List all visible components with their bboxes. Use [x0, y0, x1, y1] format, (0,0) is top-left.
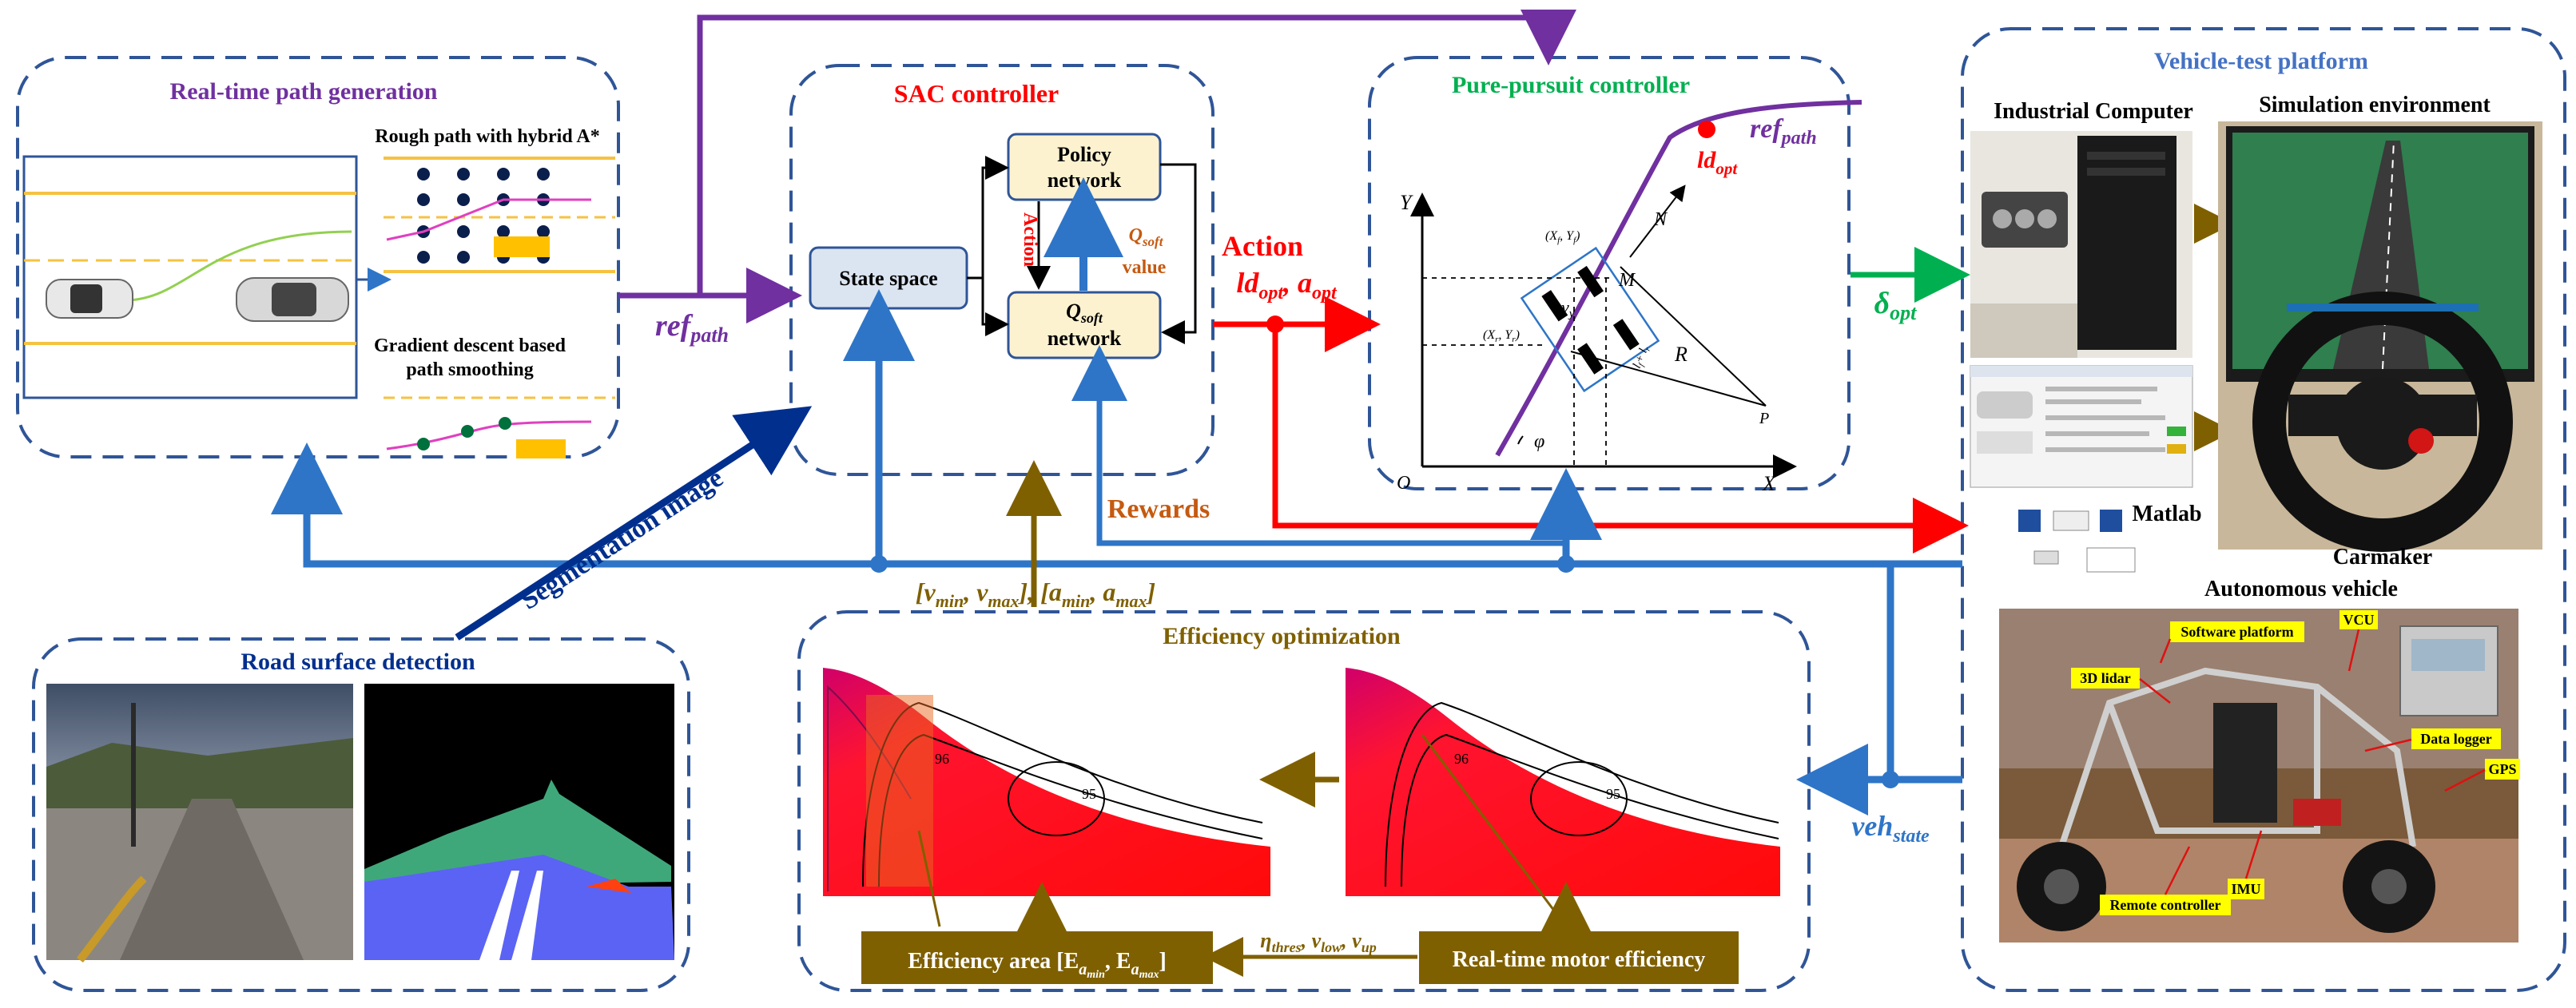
sac-title: SAC controller — [894, 79, 1059, 108]
matlab-label: Matlab — [2132, 502, 2201, 526]
vehicle-panel: Vehicle-test platform Industrial Compute… — [1970, 48, 2542, 943]
svg-text:96: 96 — [1454, 751, 1469, 767]
svg-text:Remote controller: Remote controller — [2109, 897, 2220, 913]
pp-label-rear: (Xr, Yr) — [1483, 328, 1520, 344]
svg-text:Data logger: Data logger — [2420, 731, 2491, 747]
autonomous-label: Autonomous vehicle — [2204, 577, 2398, 601]
pure-pursuit-panel: Pure-pursuit controller Y X O refpath ld… — [1397, 72, 1862, 495]
svg-text:GPS: GPS — [2488, 761, 2516, 777]
camera-photo — [46, 684, 353, 963]
matlab-icons — [2018, 510, 2136, 573]
pp-origin: O — [1397, 473, 1410, 494]
segmentation-mask — [364, 684, 674, 960]
pp-label-phi: φ — [1534, 431, 1544, 452]
pp-label-M: M — [1618, 270, 1636, 291]
ref-path-label: refpath — [655, 309, 729, 347]
svg-text:95: 95 — [1082, 786, 1096, 802]
qsoft-value-label-2: value — [1123, 257, 1167, 278]
efficiency-area-highlight — [866, 695, 933, 887]
pp-label-front: (Xf, Yf) — [1545, 229, 1580, 245]
svg-text:Software platform: Software platform — [2180, 624, 2293, 640]
action-label: Action — [1222, 230, 1303, 262]
pp-label-wheelbase: lf+ lr — [1631, 344, 1653, 371]
pp-axis-x: X — [1762, 472, 1776, 495]
eta-label: ηthres, vlow, vup — [1260, 929, 1376, 955]
carmaker-label: Carmaker — [2333, 545, 2432, 569]
path-gen-panel: Real-time path generation Rough path wit… — [22, 78, 615, 458]
rewards-arrow — [1071, 345, 1569, 564]
industrial-computer-photo — [1970, 131, 2192, 358]
qsoft-value-label: Qsoft — [1129, 225, 1164, 249]
svg-text:IMU: IMU — [2232, 881, 2261, 897]
delta-label: δopt — [1874, 287, 1917, 324]
pp-ref-path — [1495, 100, 1862, 457]
policy-label-1: Policy — [1057, 143, 1111, 166]
efficiency-map-right: 96 95 — [1346, 660, 1780, 896]
road-panel: Road surface detection — [46, 649, 674, 963]
pp-ld-label: ldopt — [1697, 147, 1738, 178]
obstacle-block — [494, 236, 550, 257]
svg-text:95: 95 — [1606, 786, 1620, 802]
svg-text:VCU: VCU — [2343, 612, 2375, 628]
efficiency-map-left: 96 95 — [823, 660, 1270, 896]
action-vertical: Action — [1020, 212, 1040, 267]
pp-label-N: N — [1653, 209, 1668, 230]
veh-state-label: vehstate — [1851, 810, 1930, 847]
industrial-label: Industrial Computer — [1994, 99, 2193, 124]
smooth-label-2: path smoothing — [406, 359, 533, 380]
efficiency-area-box — [861, 931, 1213, 984]
ref-path-top-arrow — [697, 10, 1576, 296]
state-feedback-arrow — [271, 442, 1962, 568]
pp-label-P: P — [1759, 410, 1769, 427]
constraint-label: [vmin, vmax], [amin, amax] — [916, 577, 1155, 611]
motor-efficiency-box — [1419, 931, 1739, 984]
rough-path-label: Rough path with hybrid A* — [375, 126, 599, 147]
vehicle-title: Vehicle-test platform — [2154, 48, 2368, 74]
svg-text:96: 96 — [935, 751, 949, 767]
vehicle-callouts: Software platform VCU 3D lidar Data logg… — [2071, 610, 2520, 915]
svg-text:3D lidar: 3D lidar — [2080, 670, 2131, 686]
path-gen-title: Real-time path generation — [170, 78, 438, 105]
segmentation-label: Segmentation image — [515, 463, 728, 616]
road-title: Road surface detection — [241, 649, 475, 675]
sac-panel: SAC controller State space Policy networ… — [809, 79, 1197, 359]
pure-pursuit-frame — [1368, 56, 1851, 490]
efficiency-title: Efficiency optimization — [1163, 623, 1401, 649]
smooth-label-1: Gradient descent based — [374, 335, 566, 356]
matlab-screenshot — [1970, 365, 2193, 488]
pp-label-R: R — [1674, 343, 1688, 366]
segmentation-arrow — [455, 406, 813, 641]
state-space-label: State space — [839, 267, 937, 290]
efficiency-panel: Efficiency optimization 96 95 96 95 — [823, 623, 1780, 984]
ld-aopt-label: ldopt, aopt — [1236, 267, 1338, 304]
flow-arrows — [271, 10, 1970, 816]
motor-efficiency-label: Real-time motor efficiency — [1453, 947, 1706, 972]
pp-title: Pure-pursuit controller — [1452, 72, 1690, 98]
road-frame — [32, 637, 690, 992]
qsoft-label-2: network — [1047, 327, 1122, 350]
action-to-vehicle-arrow — [1272, 324, 1969, 554]
pp-axis-y: Y — [1400, 191, 1413, 214]
pp-label-vy: vy — [1561, 297, 1575, 320]
simulator-photo — [2218, 121, 2542, 552]
pp-lookahead-point — [1698, 121, 1715, 138]
qsoft-label: Qsoft — [1066, 300, 1103, 326]
pp-ref-label: refpath — [1750, 114, 1817, 149]
rewards-label: Rewards — [1107, 494, 1210, 524]
policy-label-2: network — [1047, 169, 1122, 192]
simulation-label: Simulation environment — [2259, 93, 2491, 117]
efficiency-area-label: Efficiency area [Eamin, Eamax] — [908, 949, 1167, 981]
